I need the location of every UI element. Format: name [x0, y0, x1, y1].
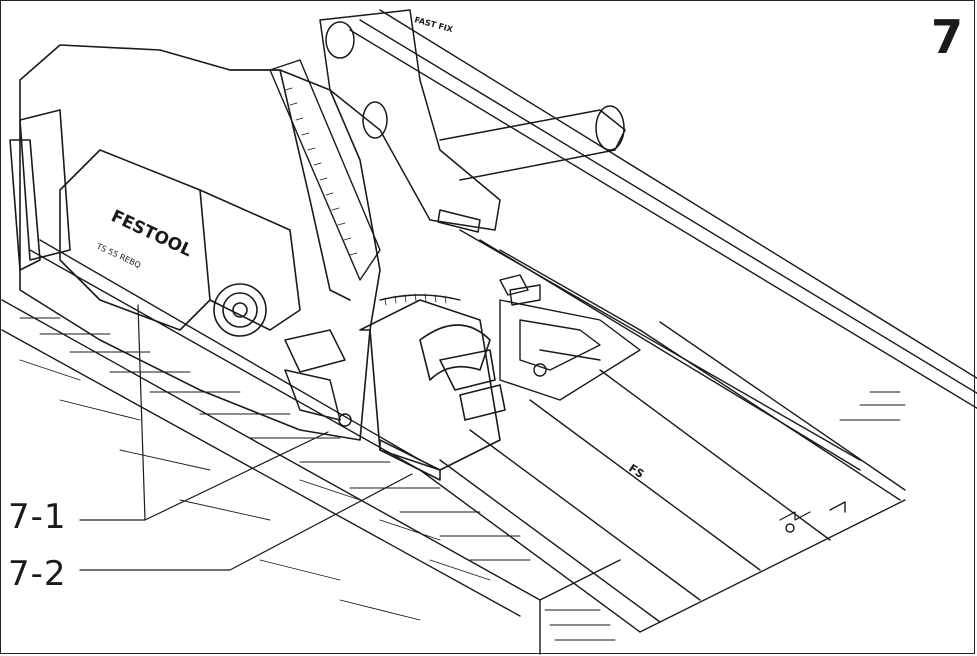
rail-clamp: [499, 274, 641, 401]
bevel-scale: [269, 59, 461, 306]
saw-body: [9, 44, 381, 441]
saw-handle: [319, 9, 626, 233]
guide-rail: [419, 229, 906, 633]
figure-number: 7: [930, 10, 963, 64]
workpiece: [1, 299, 906, 655]
front-stop: [359, 299, 506, 481]
rail-label: FS: [626, 462, 646, 481]
model-label: TS 55 REBQ: [94, 241, 142, 270]
callout-7-1: 7-1: [8, 497, 67, 537]
side-knob: [284, 329, 352, 427]
callout-leaders: [79, 304, 413, 571]
fastfix-label: FAST FIX: [413, 15, 454, 34]
callout-7-2: 7-2: [8, 554, 67, 594]
